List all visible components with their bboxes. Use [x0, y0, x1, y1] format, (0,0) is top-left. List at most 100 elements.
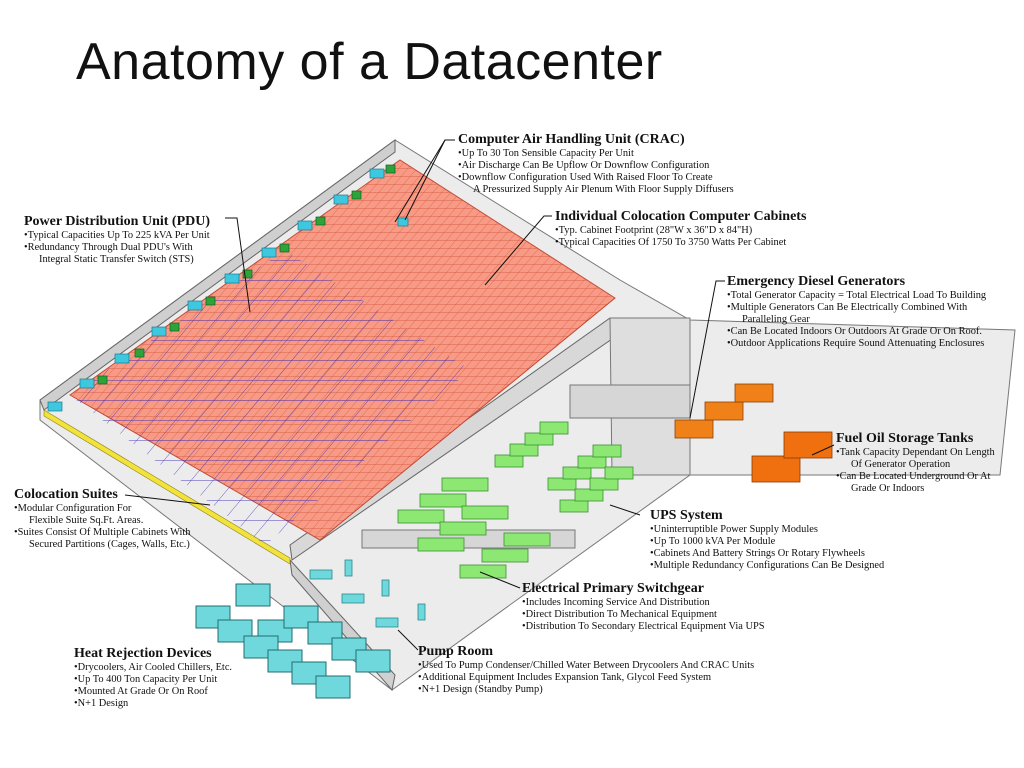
fuel-heading: Fuel Oil Storage Tanks: [836, 431, 974, 446]
suites-callout: Colocation Suites Modular Configuration …: [14, 486, 191, 551]
fuel-callout: Fuel Oil Storage Tanks Tank Capacity Dep…: [836, 430, 995, 495]
heat-bullet-2: Up To 400 Ton Capacity Per Unit: [74, 674, 232, 686]
ups-module: [592, 444, 622, 458]
fuel-oil-tanks: [751, 431, 833, 483]
pdu-unit: [169, 322, 180, 332]
ups-bullet-2: Up To 1000 kVA Per Module: [650, 536, 884, 548]
switchgear-bullets: Includes Incoming Service And Distributi…: [522, 597, 765, 633]
crac-unit: [369, 168, 385, 179]
ups-module: [604, 466, 634, 480]
switchgear-lineup: [461, 505, 509, 520]
cabinets-bullet-1: Typ. Cabinet Footprint (28"W x 36"D x 84…: [555, 225, 806, 237]
cabinet-field: [69, 159, 616, 545]
crac-bullet-1: Up To 30 Ton Sensible Capacity Per Unit: [458, 148, 734, 160]
pdu-heading: Power Distribution Unit (PDU): [24, 214, 211, 229]
diesel-generator: [674, 419, 714, 439]
crac-callout: Computer Air Handling Unit (CRAC) Up To …: [458, 131, 734, 196]
switchgear-bullet-3: Distribution To Secondary Electrical Equ…: [522, 621, 765, 633]
cabinets-bullets: Typ. Cabinet Footprint (28"W x 36"D x 84…: [555, 225, 806, 249]
leader-lines: [124, 139, 835, 651]
heat-bullet-3: Mounted At Grade Or On Roof: [74, 686, 232, 698]
crac-unit: [114, 353, 130, 364]
pump-unit: [375, 617, 399, 628]
crac-heading: Computer Air Handling Unit (CRAC): [458, 132, 685, 147]
crac-unit: [297, 220, 313, 231]
suites-bullets: Modular Configuration For Flexible Suite…: [14, 503, 191, 551]
suites-bullet-1: Modular Configuration For: [14, 503, 191, 515]
drycooler: [315, 675, 351, 699]
drycooler: [235, 583, 271, 607]
ups-module: [539, 421, 569, 435]
suites-bullet-2: Suites Consist Of Multiple Cabinets With: [14, 527, 191, 539]
pump-bullet-2: Additional Equipment Includes Expansion …: [418, 672, 754, 684]
diesel-generator: [734, 383, 774, 403]
leader-suites: [124, 494, 211, 506]
pdu-unit: [385, 164, 396, 174]
right-wall: [569, 384, 691, 419]
crac-unit: [187, 300, 203, 311]
heat-bullet-4: N+1 Design: [74, 698, 232, 710]
expansion-tank: [381, 579, 390, 597]
pdu-bullet-2: Redundancy Through Dual PDU's With: [24, 242, 210, 254]
heat-heading: Heat Rejection Devices: [74, 646, 212, 661]
ups-module: [509, 443, 539, 457]
raised-floor-edge: [43, 409, 291, 565]
ups-module: [524, 432, 554, 446]
fuel-bullets: Tank Capacity Dependant On Length Of Gen…: [836, 447, 995, 495]
colocation-suite-cages: [70, 250, 470, 545]
pdu-callout: Power Distribution Unit (PDU) Typical Ca…: [24, 213, 210, 266]
crac-unit: [47, 401, 63, 412]
generators-heading: Emergency Diesel Generators: [727, 274, 906, 289]
switchgear-lineup: [459, 564, 507, 579]
switchgear-bullet-1: Includes Incoming Service And Distributi…: [522, 597, 765, 609]
leader-crac-2: [394, 139, 446, 223]
leader-pump: [397, 629, 419, 651]
pdu-unit: [97, 375, 108, 385]
pdu-bullet-1: Typical Capacities Up To 225 kVA Per Uni…: [24, 230, 210, 242]
pump-unit: [309, 569, 333, 580]
ups-bullet-1: Uninterruptible Power Supply Modules: [650, 524, 884, 536]
ups-module: [577, 455, 607, 469]
cabinets-heading: Individual Colocation Computer Cabinets: [555, 209, 807, 224]
expansion-tank: [417, 603, 426, 621]
ups-module: [574, 488, 604, 502]
crac-pdu-row: [47, 164, 409, 412]
pump-callout: Pump Room Used To Pump Condenser/Chilled…: [418, 643, 754, 696]
pdu-bullets: Typical Capacities Up To 225 kVA Per Uni…: [24, 230, 210, 266]
fuel-bullet-2: Can Be Located Underground Or At: [836, 471, 995, 483]
leader-pdu: [225, 217, 251, 313]
crac-unit: [151, 326, 167, 337]
crac-unit: [79, 378, 95, 389]
switchgear-lineup: [419, 493, 467, 508]
switchgear-heading: Electrical Primary Switchgear: [522, 581, 704, 596]
pdu-unit: [351, 190, 362, 200]
crac-bullet-2: Air Discharge Can Be Upflow Or Downflow …: [458, 160, 734, 172]
switchgear-bullet-2: Direct Distribution To Mechanical Equipm…: [522, 609, 765, 621]
leader-switchgear: [479, 571, 521, 589]
generators-bullet-2-continued: Paralleling Gear: [742, 314, 810, 325]
pump-bullet-3: N+1 Design (Standby Pump): [418, 684, 754, 696]
crac-unit: [333, 194, 349, 205]
cabinets-bullet-2: Typical Capacities Of 1750 To 3750 Watts…: [555, 237, 806, 249]
suites-heading: Colocation Suites: [14, 487, 118, 502]
ups-bullet-4: Multiple Redundancy Configurations Can B…: [650, 560, 885, 572]
fuel-bullet-1-continued: Of Generator Operation: [851, 459, 951, 470]
cabinets-callout: Individual Colocation Computer Cabinets …: [555, 208, 806, 249]
switchgear-lineup: [439, 521, 487, 536]
leader-generators: [689, 280, 725, 419]
ups-module: [589, 477, 619, 491]
pdu-unit: [279, 243, 290, 253]
pump-room-equipment: [309, 559, 426, 628]
expansion-tank: [344, 559, 353, 577]
crac-bullet-3-continued: A Pressurized Supply Air Plenum With Flo…: [473, 184, 734, 195]
pdu-unit: [134, 348, 145, 358]
generators-bullet-2: Multiple Generators Can Be Electrically …: [727, 302, 986, 314]
pdu-unit: [205, 296, 216, 306]
switchgear-lineup: [397, 509, 445, 524]
ups-module: [559, 499, 589, 513]
switchgear-lineup: [417, 537, 465, 552]
drycooler: [355, 649, 391, 673]
ups-module: [562, 466, 592, 480]
